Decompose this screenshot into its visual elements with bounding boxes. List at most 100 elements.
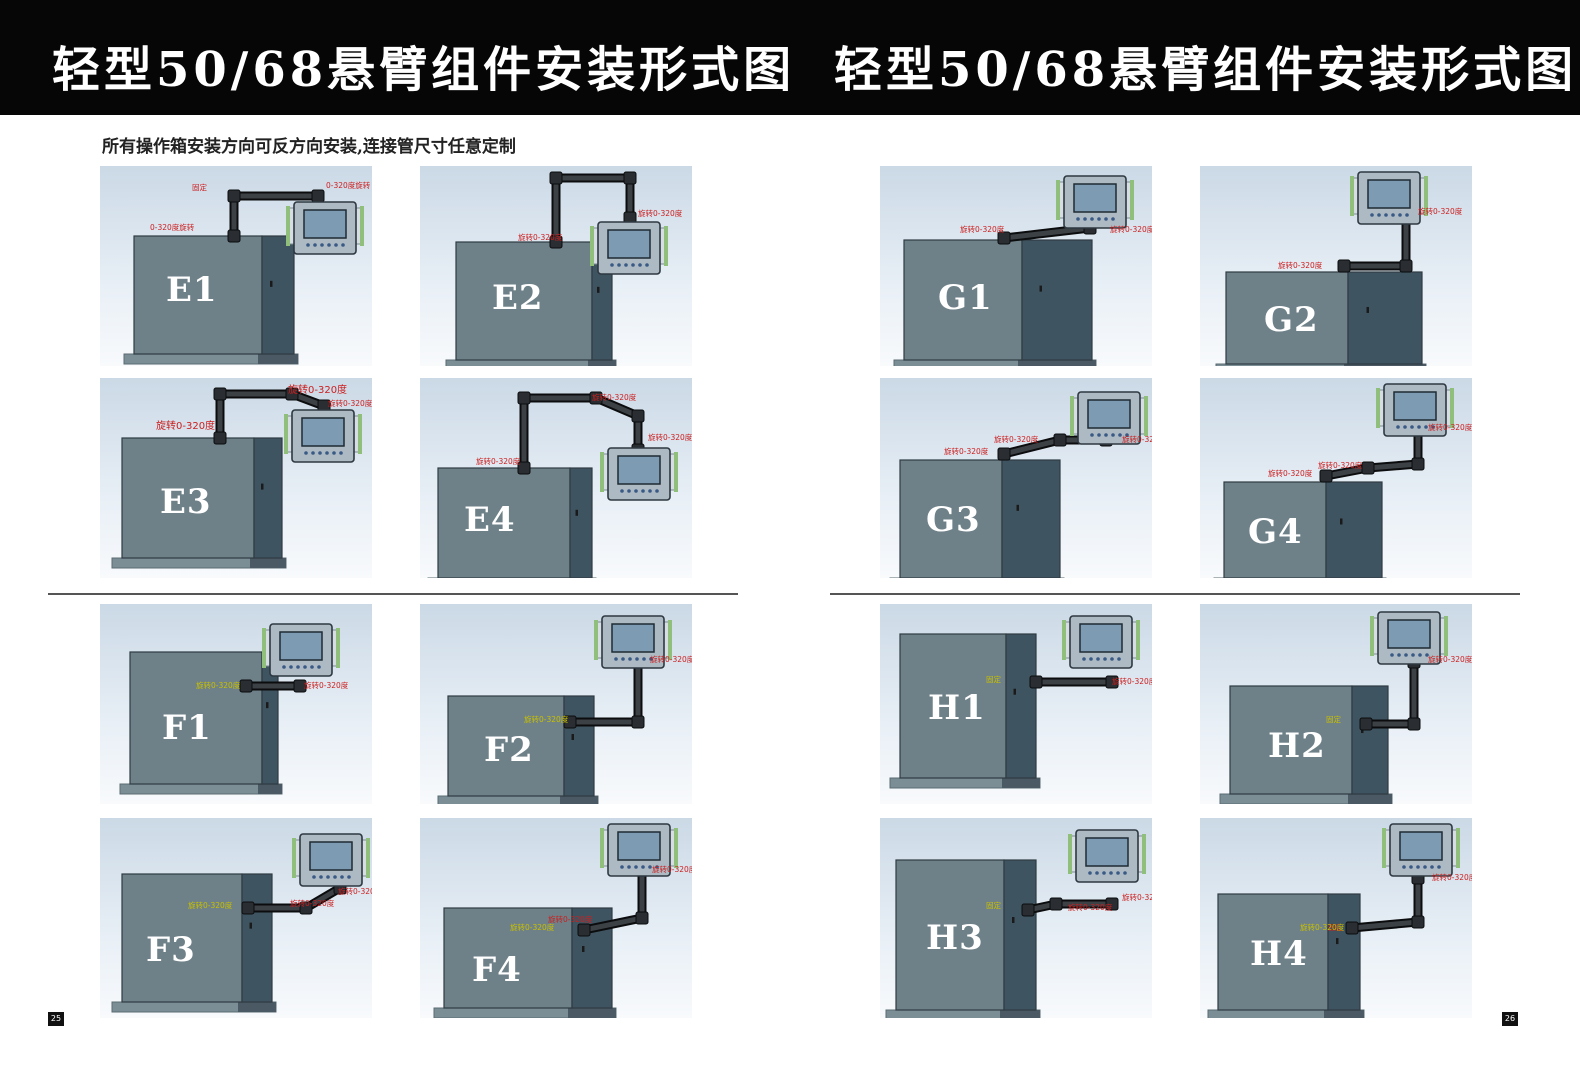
operation-box-screen <box>1387 619 1431 649</box>
cantilever-arm <box>1323 423 1421 479</box>
operation-box-button <box>1111 217 1115 221</box>
diagram-illustration-e2 <box>445 171 668 366</box>
rotation-annotation: 旋转0-320度 <box>1122 435 1152 444</box>
operation-box-handle-left <box>1370 616 1374 656</box>
rotation-annotation: 旋转0-320度 <box>638 209 683 218</box>
operation-box-button <box>1409 865 1413 869</box>
cabinet-front <box>899 459 1003 578</box>
cabinet-front <box>443 907 573 1009</box>
cabinet-lock <box>1336 938 1339 945</box>
operation-box-button <box>1403 425 1407 429</box>
operation-box-button <box>333 875 337 879</box>
cabinet-base-shadow <box>1348 794 1392 804</box>
operation-box-screen <box>1367 179 1411 209</box>
rotation-annotation: 旋转0-320度 <box>960 225 1005 234</box>
diagram-label: F2 <box>484 730 534 770</box>
arm-joint <box>227 229 241 243</box>
rotation-annotation: 旋转0-320度 <box>994 435 1039 444</box>
rotation-annotation: 旋转0-320度 <box>548 915 593 924</box>
rotation-annotation: 旋转0-320度 <box>524 715 569 724</box>
cabinet-side <box>1325 481 1383 578</box>
arm-joint <box>241 901 255 915</box>
section-divider-left <box>48 593 738 595</box>
diagram-label: E4 <box>464 500 516 540</box>
operation-box-button <box>1411 653 1415 657</box>
arm-joint <box>239 679 253 693</box>
cantilever-arm <box>553 175 633 245</box>
operation-box-button <box>1404 653 1408 657</box>
operation-box-button <box>655 865 659 869</box>
page-number-right: 26 <box>1502 1012 1518 1026</box>
diagram-label: H2 <box>1268 726 1326 766</box>
rotation-annotation: 固定 <box>192 183 207 192</box>
operation-box-button <box>621 657 625 661</box>
rotation-annotation: 固定 <box>986 901 1001 910</box>
cabinet-lock <box>582 946 585 952</box>
rotation-annotation: 旋转0-320度 <box>592 393 637 402</box>
rotation-annotation: 0-320度旋转 <box>326 181 371 190</box>
arm-joint <box>517 391 531 405</box>
operation-box-button <box>1396 425 1400 429</box>
cabinet-front <box>895 859 1005 1011</box>
operation-box-button <box>1097 433 1101 437</box>
operation-box-button <box>1117 657 1121 661</box>
operation-box-button <box>306 243 310 247</box>
operation-box-button <box>1118 433 1122 437</box>
operation-box-button <box>1397 653 1401 657</box>
cabinet-side <box>1001 459 1061 578</box>
diagram-illustration-e3 <box>111 387 362 569</box>
operation-box-button <box>620 489 624 493</box>
operation-box-screen <box>309 841 353 871</box>
subtitle-note: 所有操作箱安装方向可反方向安装,连接管尺寸任意定制 <box>102 137 516 157</box>
arm-joint <box>1359 717 1373 731</box>
arm-joint <box>1053 433 1067 447</box>
cabinet-base-shadow <box>1324 1010 1364 1018</box>
cabinet-side <box>1327 893 1361 1011</box>
cabinet-side <box>253 437 283 559</box>
operation-box-button <box>1430 865 1434 869</box>
diagram-illustration-f4 <box>433 823 678 1018</box>
operation-box-button <box>641 865 645 869</box>
operation-box-screen <box>607 229 651 259</box>
cabinet-base-shadow <box>588 360 616 366</box>
operation-box-button <box>1425 653 1429 657</box>
operation-box-button <box>311 451 315 455</box>
operation-box-handle-right <box>336 628 340 668</box>
operation-box-button <box>1096 657 1100 661</box>
arm-joint <box>213 387 227 401</box>
arm-joint <box>623 171 637 185</box>
diagram-illustration-e1 <box>123 189 364 365</box>
diagram-illustration-f3 <box>111 833 370 1013</box>
operation-box-handle-right <box>1136 620 1140 660</box>
operation-box-button <box>1089 657 1093 661</box>
cabinet-side <box>1021 239 1093 361</box>
rotation-annotation: 旋转0-320度 <box>1112 677 1152 686</box>
cabinet-lock <box>597 286 600 293</box>
operation-box-button <box>641 489 645 493</box>
operation-box-handle-left <box>590 226 594 266</box>
operation-box-handle-right <box>668 620 672 660</box>
arm-joint <box>1319 469 1333 483</box>
diagram-label: H1 <box>928 688 986 728</box>
operation-box-button <box>332 451 336 455</box>
operation-box-button <box>1423 865 1427 869</box>
operation-box-button <box>340 875 344 879</box>
rotation-annotation: 旋转0-320度 <box>1068 903 1113 912</box>
diagram-illustration-g1 <box>893 175 1134 366</box>
rotation-annotation: 固定 <box>986 675 1001 684</box>
operation-box-handle-left <box>1350 176 1354 216</box>
diagram-label: F3 <box>146 930 196 970</box>
operation-box-screen <box>1087 399 1131 429</box>
rotation-annotation: 旋转0-320度 <box>328 399 372 408</box>
cabinet-base-shadow <box>1002 778 1040 788</box>
operation-box-button <box>1416 865 1420 869</box>
operation-box-handle-right <box>674 828 678 868</box>
operation-box-button <box>334 243 338 247</box>
rotation-annotation: 旋转0-320度 <box>1418 207 1463 216</box>
arm-joint <box>589 391 603 405</box>
rotation-annotation: 旋转0-320度 <box>1428 655 1472 664</box>
rotation-annotation: 旋转0-320度 <box>944 447 989 456</box>
